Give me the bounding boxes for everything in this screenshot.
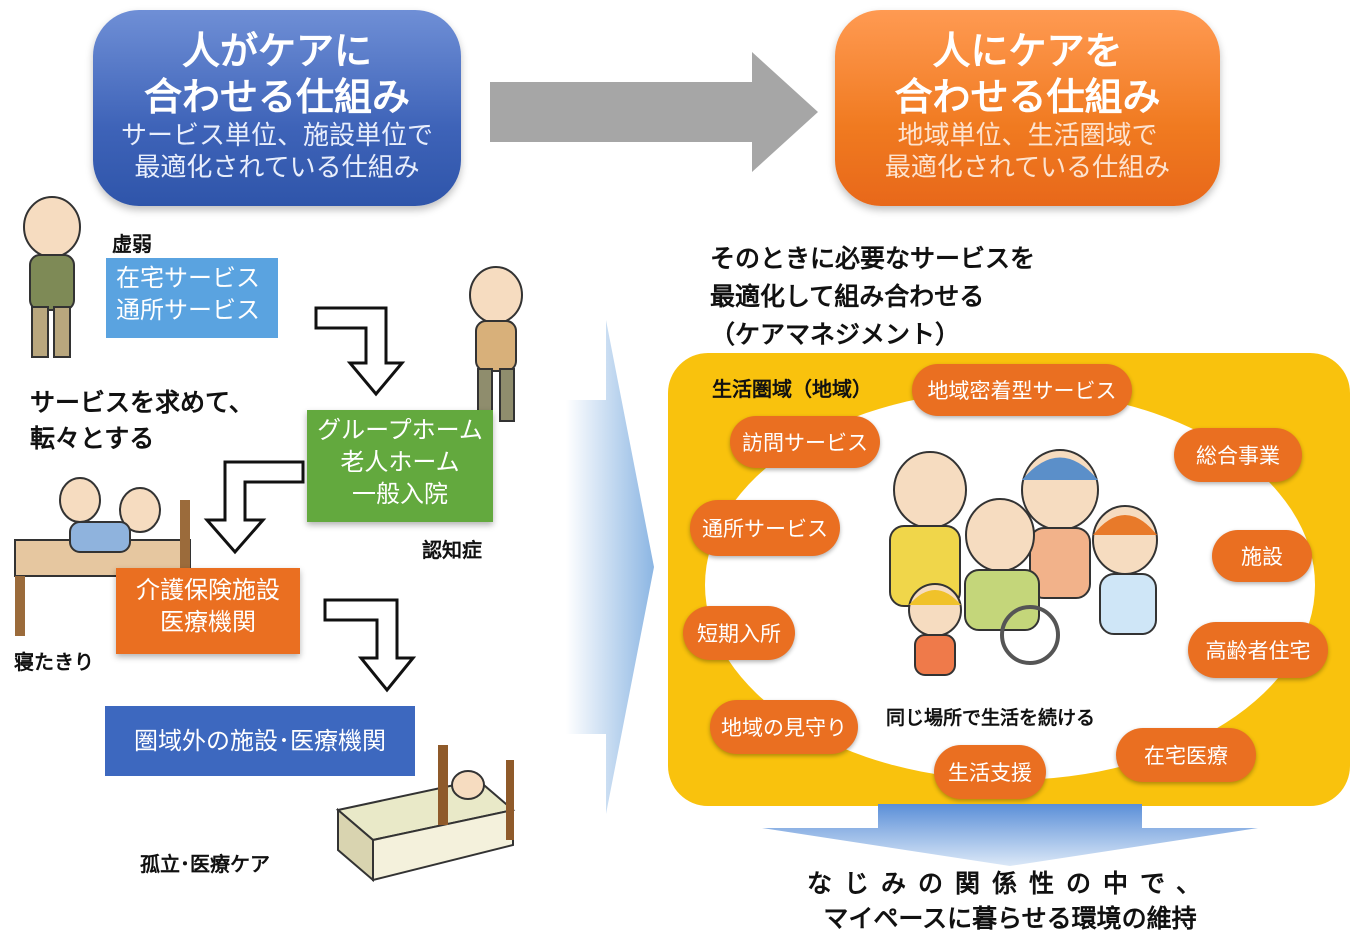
box-title-line2: 合わせる仕組み [143, 75, 410, 119]
service-pill-life-support: 生活支援 [934, 745, 1046, 799]
service-pill-general: 総合事業 [1174, 428, 1302, 482]
flow-arrow-icon [203, 460, 305, 555]
group-line1: グループホーム [317, 416, 483, 444]
home-service-line2: 通所サービス [116, 296, 260, 324]
box-sub-line1: サービス単位、施設単位で [120, 121, 433, 151]
down-arrow-icon [762, 804, 1258, 866]
isolated-bed-illustration [335, 745, 516, 883]
home-service-box: 在宅サービス 通所サービス [106, 258, 278, 338]
wander-line2: 転々とする [30, 424, 155, 453]
box-sub-line1: 地域単位、生活圏域で [897, 121, 1158, 151]
group-line3: 一般入院 [352, 480, 448, 508]
box-title-line1: 人にケアを [932, 29, 1123, 73]
home-service-line1: 在宅サービス [116, 264, 260, 292]
care-management-heading: そのときに必要なサービスを 最適化して組み合わせる （ケアマネジメント） [710, 240, 1035, 354]
dementia-label: 認知症 [422, 538, 482, 562]
isolation-label: 孤立･医療ケア [140, 852, 270, 876]
group-home-box: グループホーム 老人ホーム 一般入院 [307, 410, 493, 522]
bedridden-label: 寝たきり [14, 650, 94, 674]
dementia-elder-illustration [469, 266, 523, 422]
care-facility-line1: 介護保険施設 [136, 576, 280, 604]
box-title-line2: 合わせる仕組み [894, 75, 1161, 119]
box-title-line1: 人がケアに [181, 29, 372, 73]
box-sub-line2: 最適化されている仕組み [884, 153, 1171, 183]
service-pill-home-medical: 在宅医療 [1116, 728, 1256, 782]
outside-facility-box: 圏域外の施設･医療機関 [105, 706, 415, 776]
bottom-line1: なじみの関係性の中で、 [806, 869, 1213, 898]
care-facility-box: 介護保険施設 医療機関 [116, 568, 300, 654]
service-pill-daycare: 通所サービス [690, 500, 840, 556]
service-pill-facility: 施設 [1212, 530, 1312, 582]
heading-line3: （ケアマネジメント） [710, 320, 961, 349]
bottom-message: なじみの関係性の中で、 マイペースに暮らせる環境の維持 [760, 866, 1260, 936]
care-fits-person-box: 人がケアに 合わせる仕組み サービス単位、施設単位で 最適化されている仕組み [93, 10, 461, 206]
heading-line1: そのときに必要なサービスを [710, 244, 1036, 273]
wander-caption: サービスを求めて、 転々とする [30, 385, 254, 457]
same-place-caption: 同じ場所で生活を続ける [886, 707, 1096, 729]
transition-arrow-icon [490, 52, 818, 172]
service-pill-shortstay: 短期入所 [683, 606, 795, 660]
community-group-illustration [889, 449, 1158, 676]
service-pill-senior-housing: 高齢者住宅 [1188, 622, 1328, 678]
care-facility-line2: 医療機関 [160, 608, 256, 636]
group-line2: 老人ホーム [340, 448, 460, 476]
heading-line2: 最適化して組み合わせる [710, 282, 985, 311]
flow-arrow-icon [314, 306, 406, 397]
region-label: 生活圏域（地域） [712, 377, 872, 401]
service-pill-visit: 訪問サービス [730, 416, 880, 468]
wander-line1: サービスを求めて、 [30, 388, 254, 417]
flow-arrow-icon [323, 598, 417, 693]
frail-label: 虚弱 [112, 232, 152, 256]
bottom-line2: マイペースに暮らせる環境の維持 [823, 904, 1197, 933]
service-pill-watch: 地域の見守り [710, 700, 858, 754]
light-blue-chevron-icon [566, 320, 654, 814]
service-pill-community: 地域密着型サービス [912, 364, 1132, 416]
frail-elder-illustration [23, 196, 81, 358]
box-sub-line2: 最適化されている仕組み [134, 153, 420, 183]
person-fits-care-box: 人にケアを 合わせる仕組み 地域単位、生活圏域で 最適化されている仕組み [835, 10, 1220, 206]
